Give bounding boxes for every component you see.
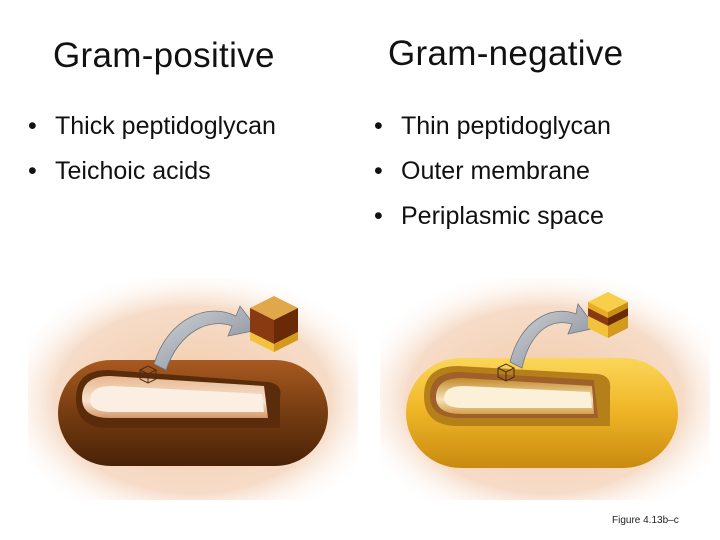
cube-marker-icon (497, 363, 515, 382)
membrane-layer (444, 386, 592, 408)
gram-positive-title: Gram-positive (53, 36, 275, 75)
gram-negative-cell-illustration (380, 278, 710, 500)
bullet-item: Thin peptidoglycan (374, 104, 611, 149)
membrane-layer (90, 386, 264, 412)
cell-envelope-detail-cube-icon (588, 292, 628, 338)
bullet-item: Periplasmic space (374, 194, 611, 239)
bullet-item: Teichoic acids (28, 149, 276, 194)
gram-positive-cell-illustration (28, 278, 358, 500)
cell-wall-detail-cube-icon (250, 296, 298, 352)
gram-negative-bullets: Thin peptidoglycan Outer membrane Peripl… (374, 104, 611, 239)
bullet-item: Thick peptidoglycan (28, 104, 276, 149)
zoom-arrow-icon (153, 305, 259, 371)
figure-caption: Figure 4.13b–c (612, 515, 679, 526)
gram-positive-bullets: Thick peptidoglycan Teichoic acids (28, 104, 276, 194)
bullet-item: Outer membrane (374, 149, 611, 194)
cube-marker-icon (139, 365, 157, 384)
gram-negative-title: Gram-negative (388, 34, 624, 73)
